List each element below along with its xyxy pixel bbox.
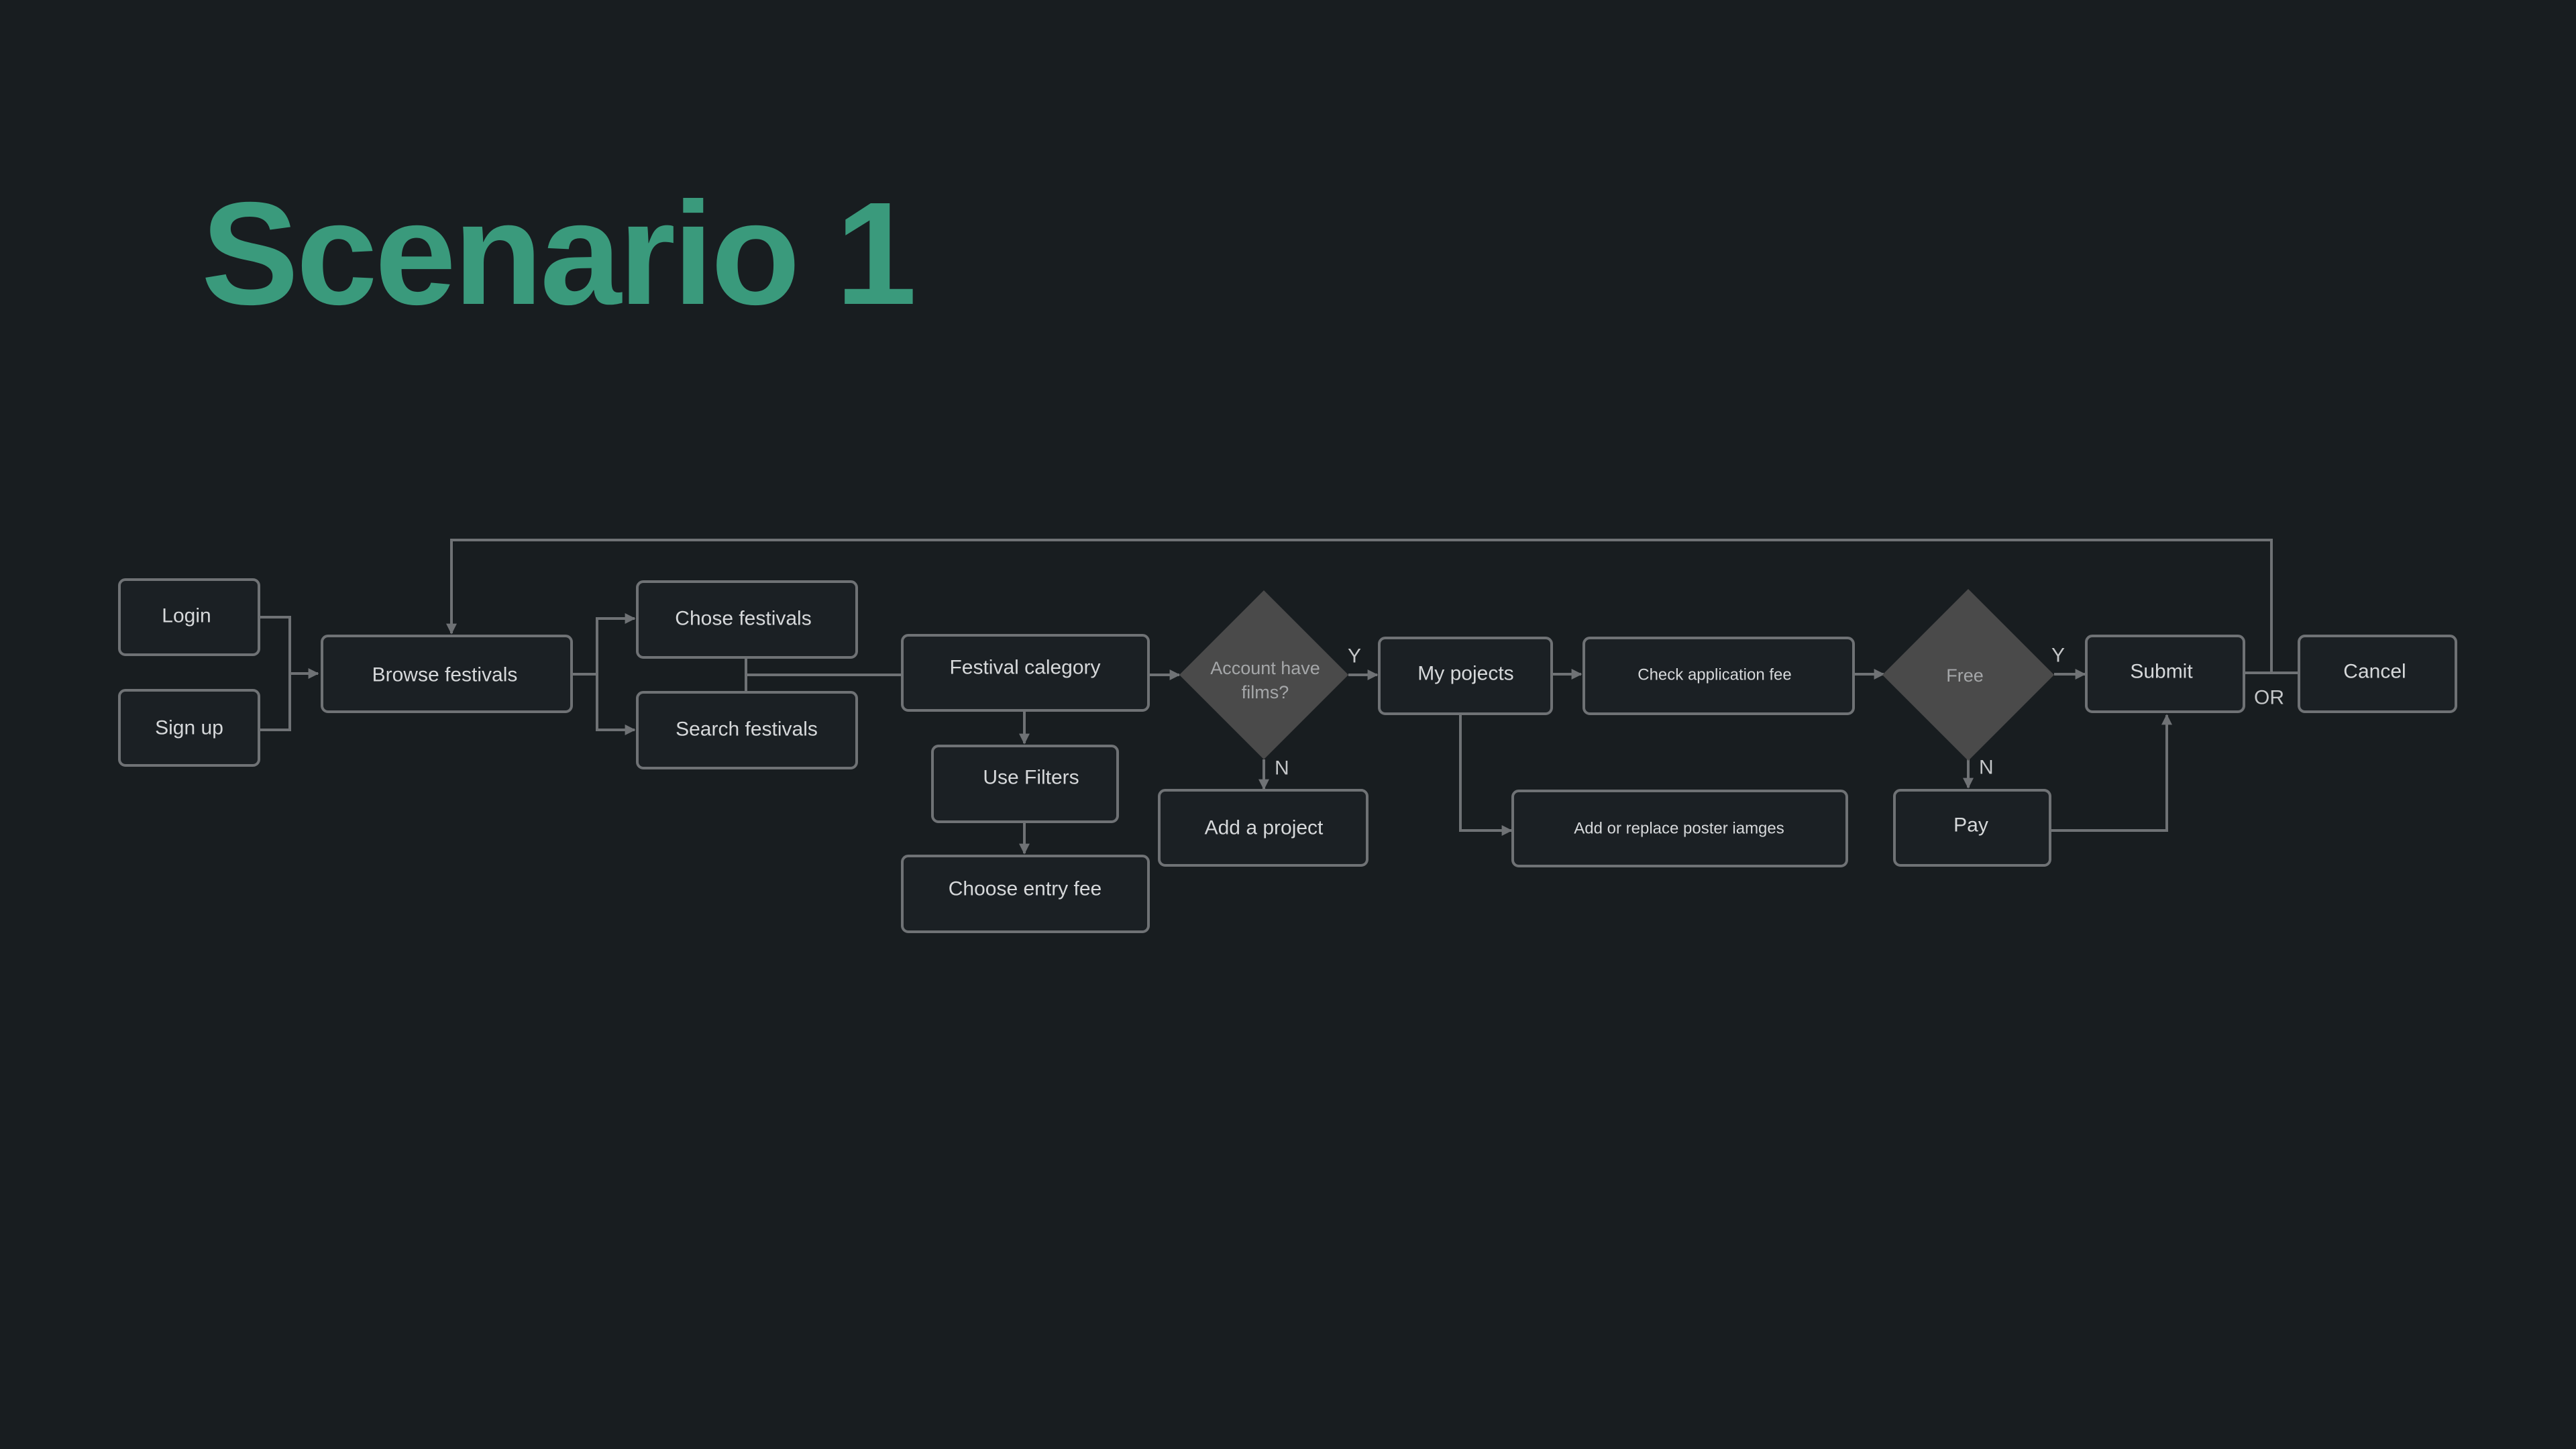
node-account-label-line1: Account have bbox=[1210, 658, 1320, 678]
node-browse-label: Browse festivals bbox=[372, 664, 518, 686]
node-poster-label: Add or replace poster iamges bbox=[1574, 820, 1784, 838]
node-festival-category[interactable]: Festival calegory bbox=[901, 634, 1150, 712]
node-check-fee-label: Check application fee bbox=[1638, 666, 1791, 684]
edge-label-free-yes: Y bbox=[2051, 645, 2065, 667]
node-login-label: Login bbox=[162, 605, 211, 627]
node-use-filters[interactable]: Use Filters bbox=[931, 745, 1119, 823]
node-add-poster[interactable]: Add or replace poster iamges bbox=[1511, 790, 1848, 867]
node-signup-label: Sign up bbox=[155, 717, 223, 739]
edge-label-or: OR bbox=[2254, 687, 2284, 709]
connector-to-chose bbox=[596, 613, 636, 674]
slide-title: Scenario 1 bbox=[201, 172, 917, 335]
node-category-label: Festival calegory bbox=[949, 657, 1100, 679]
connector-to-poster bbox=[1459, 714, 1513, 836]
node-pay-label: Pay bbox=[1953, 814, 1988, 837]
node-search-label: Search festivals bbox=[676, 718, 818, 741]
connector-pay-submit bbox=[2050, 714, 2172, 832]
node-chose-festivals[interactable]: Chose festivals bbox=[636, 580, 858, 659]
connectors bbox=[259, 539, 2299, 855]
node-browse-festivals[interactable]: Browse festivals bbox=[321, 635, 573, 713]
connector-to-search bbox=[596, 674, 636, 735]
node-account-label-line2: films? bbox=[1242, 682, 1289, 702]
node-free-label: Free bbox=[1946, 665, 1984, 686]
node-chose-label: Chose festivals bbox=[675, 608, 811, 630]
node-choose-entry-fee[interactable]: Choose entry fee bbox=[901, 855, 1150, 933]
node-my-projects[interactable]: My pojects bbox=[1378, 637, 1553, 715]
node-check-application-fee[interactable]: Check application fee bbox=[1582, 637, 1855, 715]
node-pay[interactable]: Pay bbox=[1893, 789, 2051, 867]
edge-label-account-yes: Y bbox=[1348, 645, 1361, 667]
connector-signup-merge bbox=[259, 674, 291, 731]
connector-login-merge bbox=[259, 616, 291, 674]
node-entry-fee-label: Choose entry fee bbox=[949, 878, 1102, 900]
node-cancel-label: Cancel bbox=[2343, 661, 2406, 683]
node-free-decision[interactable]: Free bbox=[1882, 589, 2054, 761]
node-login[interactable]: Login bbox=[118, 578, 260, 656]
node-submit[interactable]: Submit bbox=[2085, 635, 2245, 713]
node-search-festivals[interactable]: Search festivals bbox=[636, 691, 858, 769]
node-signup[interactable]: Sign up bbox=[118, 689, 260, 767]
connector-loop-back bbox=[446, 539, 2273, 673]
edge-label-free-no: N bbox=[1979, 757, 1994, 779]
edge-label-account-no: N bbox=[1275, 757, 1289, 780]
node-filters-label: Use Filters bbox=[983, 767, 1079, 789]
node-cancel[interactable]: Cancel bbox=[2298, 635, 2457, 713]
node-add-project[interactable]: Add a project bbox=[1158, 789, 1368, 867]
node-add-project-label: Add a project bbox=[1205, 817, 1324, 839]
node-account-decision[interactable]: Account have films? bbox=[1179, 590, 1348, 759]
node-submit-label: Submit bbox=[2130, 661, 2193, 683]
node-my-projects-label: My pojects bbox=[1417, 663, 1513, 685]
